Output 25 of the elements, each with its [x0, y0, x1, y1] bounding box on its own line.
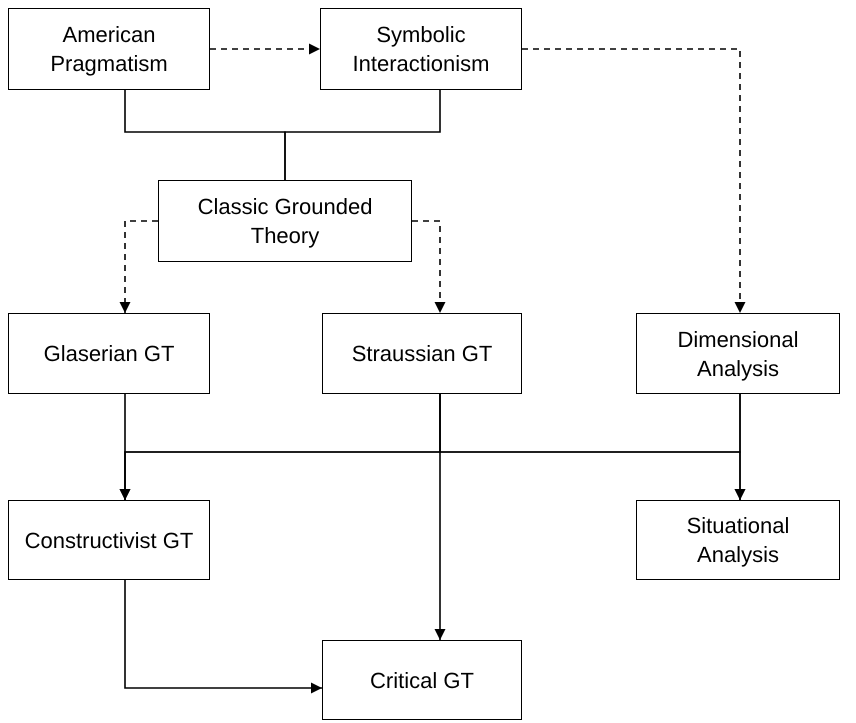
connector-line — [284, 90, 441, 180]
process-box — [322, 313, 522, 394]
process-box — [8, 313, 210, 394]
process-box — [636, 500, 840, 580]
box-label: Glaserian GT — [44, 340, 174, 368]
box-label: Straussian GT — [352, 340, 492, 368]
arrow — [522, 48, 746, 313]
box-label: Constructivist GT — [24, 526, 194, 554]
process-box — [158, 180, 412, 262]
process-box — [636, 313, 840, 394]
process-box — [322, 640, 522, 720]
box-label: Dimensional Analysis — [676, 326, 800, 382]
process-box — [8, 8, 210, 90]
box-label: Situational Analysis — [686, 512, 790, 569]
arrow — [124, 580, 322, 694]
box-label: Symbolic Interactionism — [352, 21, 490, 78]
arrow — [412, 220, 446, 313]
arrow — [210, 43, 320, 55]
arrow — [119, 394, 741, 500]
box-label: American Pragmatism — [49, 21, 169, 78]
box-label: Critical GT — [370, 666, 474, 694]
process-box — [320, 8, 522, 90]
box-label: Classic Grounded Theory — [196, 193, 374, 250]
process-box — [8, 500, 210, 580]
arrow — [119, 220, 158, 313]
